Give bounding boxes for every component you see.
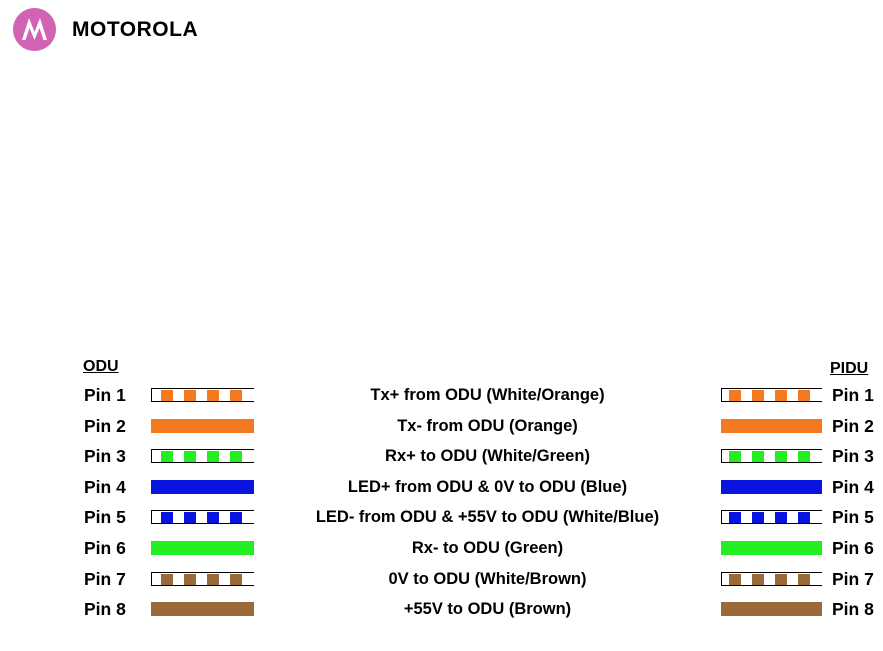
pidu-wire-swatch (721, 418, 822, 433)
wire-stripe (798, 390, 810, 401)
pidu-pin-label: Pin 6 (832, 538, 874, 558)
motorola-logo: MOTOROLA (13, 8, 198, 51)
wire-stripe (775, 573, 787, 585)
pidu-pin-label: Pin 5 (832, 507, 874, 528)
pidu-wire-swatch (721, 571, 822, 586)
pidu-pin-label: Pin 8 (832, 599, 874, 620)
odu-wire-swatch (151, 571, 254, 586)
wire-stripe (207, 512, 219, 524)
wire-stripe (729, 573, 741, 585)
wire-stripe (161, 390, 173, 401)
wire-stripe (775, 451, 787, 463)
wire-stripe (161, 512, 173, 524)
wire-stripe (752, 451, 764, 463)
pin-description: 0V to ODU (White/Brown) (388, 569, 587, 588)
wire-stripe (752, 512, 764, 524)
pidu-pin-label: Pin 3 (832, 446, 874, 467)
motorola-batwing-icon (13, 8, 56, 51)
wire-stripe (798, 451, 810, 463)
pidu-pin-label: Pin 7 (832, 568, 874, 589)
wire-stripe (161, 451, 173, 463)
wire-stripe (752, 390, 764, 401)
wire-stripe (798, 573, 810, 585)
pidu-wire-swatch (721, 541, 822, 555)
pidu-header: PIDU (830, 360, 869, 377)
wire-stripe (230, 451, 242, 463)
odu-wire-swatch (151, 510, 254, 525)
wire-stripe (775, 390, 787, 401)
pin-row: Pin 5 LED- from ODU & +55V to ODU (White/… (0, 504, 883, 532)
pidu-pin-label: Pin 1 (832, 385, 874, 405)
pin-row: Pin 1 Tx+ from ODU (White/Orange) Pin 1 (0, 382, 883, 410)
wire-stripe (184, 573, 196, 585)
pin-description: LED- from ODU & +55V to ODU (White/Blue) (315, 508, 660, 527)
odu-pin-label: Pin 1 (84, 385, 126, 405)
odu-pin-label: Pin 8 (84, 599, 126, 620)
pin-row: Pin 3 Rx+ to ODU (White/Green) Pin 3 (0, 443, 883, 471)
wire-stripe (775, 512, 787, 524)
wire-stripe (230, 512, 242, 524)
pin-description: LED+ from ODU & 0V to ODU (Blue) (347, 477, 628, 496)
wire-stripe (207, 573, 219, 585)
wire-stripe (729, 512, 741, 524)
wire-stripe (729, 390, 741, 401)
pin-description: Tx- from ODU (Orange) (397, 416, 578, 435)
pin-row: Pin 2 Tx- from ODU (Orange) Pin 2 (0, 413, 883, 441)
wire-stripe (230, 573, 242, 585)
pidu-wire-swatch (721, 479, 822, 494)
pin-row: Pin 4 LED+ from ODU & 0V to ODU (Blue) Pin… (0, 474, 883, 502)
wire-stripe (207, 390, 219, 401)
odu-pin-label: Pin 7 (84, 568, 126, 589)
odu-pin-label: Pin 2 (84, 415, 126, 436)
wire-stripe (184, 390, 196, 401)
odu-wire-swatch (151, 388, 254, 402)
wire-stripe (230, 390, 242, 401)
pin-row: Pin 6 Rx- to ODU (Green) Pin 6 (0, 535, 883, 563)
pidu-pin-label: Pin 2 (832, 415, 874, 436)
odu-pin-label: Pin 5 (84, 507, 126, 528)
pin-row: Pin 7 0V to ODU (White/Brown) Pin 7 (0, 566, 883, 594)
odu-header: ODU (83, 358, 119, 375)
pidu-wire-swatch (721, 602, 822, 617)
wire-stripe (729, 451, 741, 463)
pidu-wire-swatch (721, 449, 822, 464)
wire-stripe (752, 573, 764, 585)
pidu-pin-label: Pin 4 (832, 476, 874, 497)
pin-description: +55V to ODU (Brown) (403, 600, 572, 619)
pin-description: Tx+ from ODU (White/Orange) (370, 386, 605, 404)
pin-description: Rx- to ODU (Green) (411, 539, 564, 557)
odu-wire-swatch (151, 418, 254, 433)
wire-stripe (184, 512, 196, 524)
odu-pin-label: Pin 4 (84, 476, 126, 497)
pidu-wire-swatch (721, 510, 822, 525)
odu-pin-label: Pin 3 (84, 446, 126, 467)
wire-stripe (798, 512, 810, 524)
wire-stripe (207, 451, 219, 463)
wire-stripe (161, 573, 173, 585)
odu-wire-swatch (151, 602, 254, 617)
odu-wire-swatch (151, 541, 254, 555)
odu-pin-label: Pin 6 (84, 538, 126, 558)
brand-name: MOTOROLA (72, 17, 199, 41)
odu-wire-swatch (151, 479, 254, 494)
pin-description: Rx+ to ODU (White/Green) (385, 447, 590, 466)
pidu-wire-swatch (721, 388, 822, 402)
pin-row: Pin 8 +55V to ODU (Brown) Pin 8 (0, 596, 883, 624)
odu-wire-swatch (151, 449, 254, 464)
wire-stripe (184, 451, 196, 463)
